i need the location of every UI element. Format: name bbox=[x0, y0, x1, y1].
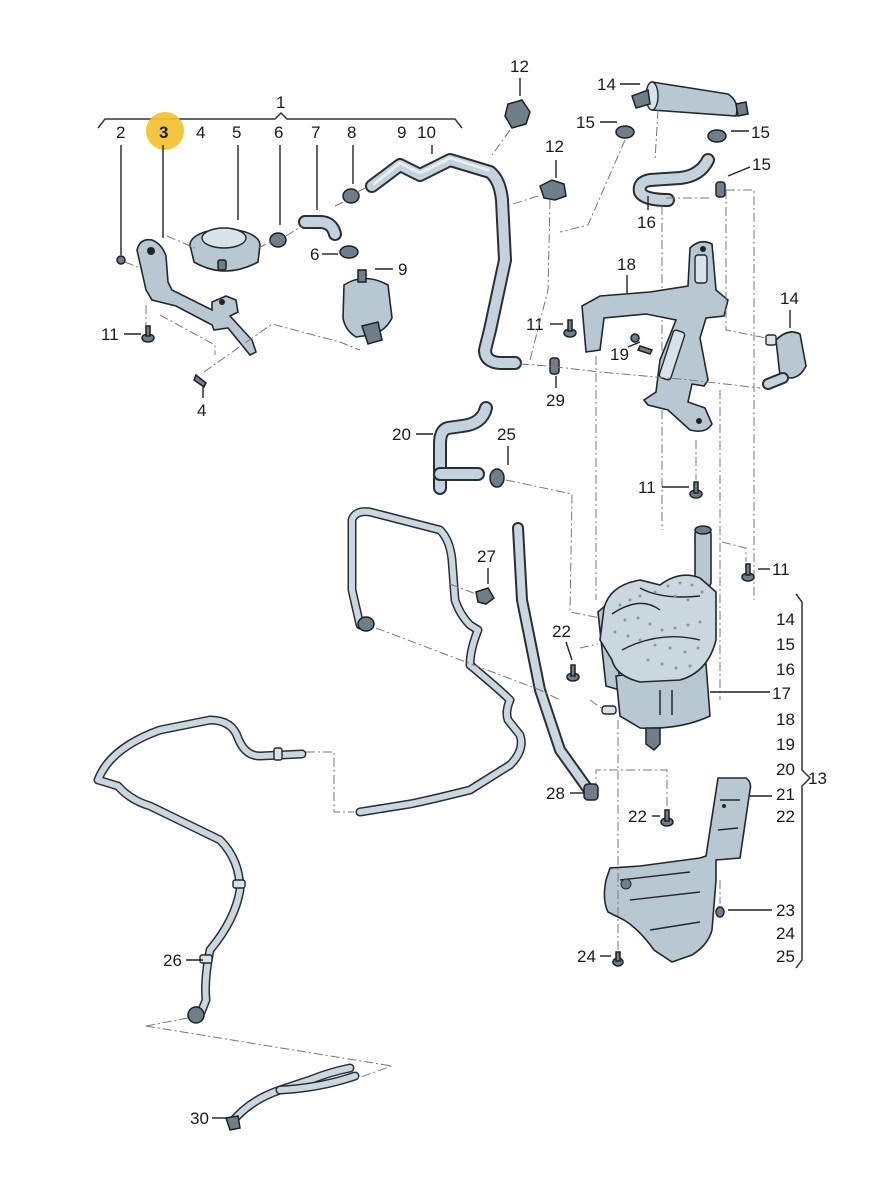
callout-30[interactable]: 30 bbox=[190, 1109, 209, 1128]
callout-11-left[interactable]: 11 bbox=[101, 325, 119, 344]
callout-2[interactable]: 2 bbox=[116, 123, 125, 142]
hose-26[interactable] bbox=[93, 715, 307, 1024]
callout-12-top[interactable]: 12 bbox=[510, 57, 529, 76]
callout-7[interactable]: 7 bbox=[311, 123, 320, 142]
filter-9[interactable] bbox=[342, 269, 393, 345]
callout-8[interactable]: 8 bbox=[347, 123, 356, 142]
bolt-4[interactable] bbox=[193, 373, 207, 389]
callout-13-item-22[interactable]: 22 bbox=[776, 807, 795, 826]
callout-15-right[interactable]: 15 bbox=[751, 123, 770, 142]
screw-11-bracket[interactable] bbox=[563, 319, 577, 338]
callout-13-item-15[interactable]: 15 bbox=[776, 635, 795, 654]
group-13-bracket: 13 bbox=[795, 593, 827, 969]
callout-22-lower[interactable]: 22 bbox=[628, 807, 647, 826]
callout-10[interactable]: 10 bbox=[417, 123, 436, 142]
screw-11-right[interactable] bbox=[741, 563, 755, 582]
clamp-6-lower[interactable] bbox=[339, 245, 359, 259]
callout-28[interactable]: 28 bbox=[546, 784, 565, 803]
seal-15-left[interactable] bbox=[615, 125, 635, 139]
screw-23[interactable] bbox=[715, 906, 725, 918]
callout-29[interactable]: 29 bbox=[546, 391, 565, 410]
callout-18[interactable]: 18 bbox=[617, 255, 636, 274]
callout-5[interactable]: 5 bbox=[232, 123, 241, 142]
callout-13-item-19[interactable]: 19 bbox=[776, 735, 795, 754]
callout-15-left[interactable]: 15 bbox=[576, 113, 595, 132]
callout-15-lower[interactable]: 15 bbox=[752, 155, 771, 174]
screw-11-left[interactable] bbox=[141, 325, 155, 343]
callout-19[interactable]: 19 bbox=[610, 345, 629, 364]
callout-13-item-23[interactable]: 23 bbox=[776, 901, 795, 920]
clip-29[interactable] bbox=[549, 357, 560, 375]
callout-4[interactable]: 4 bbox=[196, 123, 205, 142]
clamp-15-lower[interactable] bbox=[715, 181, 726, 198]
highlight-marker bbox=[146, 112, 184, 150]
callout-13-item-18[interactable]: 18 bbox=[776, 710, 795, 729]
callout-20[interactable]: 20 bbox=[392, 425, 411, 444]
pipe-30[interactable] bbox=[225, 1063, 360, 1131]
hose-16[interactable] bbox=[632, 153, 715, 207]
callout-1[interactable]: 1 bbox=[276, 93, 285, 112]
nut-bolt-19[interactable] bbox=[630, 333, 654, 355]
screw-22-lower[interactable] bbox=[660, 809, 674, 827]
screw-11-mid[interactable] bbox=[689, 481, 703, 499]
clamp-6[interactable] bbox=[269, 232, 287, 248]
callout-17[interactable]: 17 bbox=[772, 684, 791, 703]
callout-16[interactable]: 16 bbox=[637, 213, 656, 232]
hose-10[interactable] bbox=[365, 153, 522, 370]
clip-27[interactable] bbox=[475, 587, 495, 605]
hose-long-upper[interactable] bbox=[347, 507, 526, 817]
screw-24[interactable] bbox=[612, 951, 624, 967]
callout-11-mid[interactable]: 11 bbox=[638, 478, 656, 497]
callout-14-top[interactable]: 14 bbox=[597, 75, 616, 94]
elbow-7[interactable] bbox=[298, 215, 342, 241]
hose-20[interactable] bbox=[433, 401, 493, 495]
screw-2[interactable] bbox=[116, 255, 126, 265]
screw-22-left[interactable] bbox=[566, 664, 580, 682]
callout-12-mid[interactable]: 12 bbox=[545, 137, 564, 156]
group-13-items: 14 15 16 18 19 20 21 22 23 24 25 bbox=[776, 610, 795, 966]
callout-9-side[interactable]: 9 bbox=[398, 260, 407, 279]
clamp-8[interactable] bbox=[342, 188, 360, 204]
seal-15-right[interactable] bbox=[707, 129, 727, 143]
cooler-14-top[interactable] bbox=[631, 81, 749, 117]
clamp-25[interactable] bbox=[489, 468, 505, 488]
callout-6[interactable]: 6 bbox=[274, 123, 283, 142]
valve-5[interactable] bbox=[189, 227, 261, 272]
callout-13[interactable]: 13 bbox=[808, 769, 827, 788]
callout-13-item-25[interactable]: 25 bbox=[776, 947, 795, 966]
callout-13-item-20[interactable]: 20 bbox=[776, 760, 795, 779]
callout-25[interactable]: 25 bbox=[497, 425, 516, 444]
callout-27[interactable]: 27 bbox=[477, 547, 496, 566]
callout-13-item-14[interactable]: 14 bbox=[776, 610, 795, 629]
heat-shield-21[interactable] bbox=[603, 777, 752, 963]
callout-3[interactable]: 3 bbox=[159, 123, 168, 142]
callout-11-bracket[interactable]: 11 bbox=[526, 315, 544, 334]
mounting-bracket-3[interactable] bbox=[136, 238, 257, 357]
callout-22-left[interactable]: 22 bbox=[552, 622, 571, 641]
callout-24[interactable]: 24 bbox=[577, 947, 596, 966]
pipe-28[interactable] bbox=[512, 522, 599, 801]
cooler-14-right[interactable] bbox=[762, 331, 807, 390]
callout-9[interactable]: 9 bbox=[397, 123, 406, 142]
group-1-bracket: 1 bbox=[97, 93, 463, 129]
callout-26[interactable]: 26 bbox=[163, 951, 182, 970]
clamp-12-mid[interactable] bbox=[539, 179, 567, 201]
callout-13-item-16[interactable]: 16 bbox=[776, 660, 795, 679]
callout-13-item-24[interactable]: 24 bbox=[776, 924, 795, 943]
callout-11-right[interactable]: 11 bbox=[772, 560, 790, 579]
group-1-items: 2 3 4 5 6 7 8 9 10 bbox=[116, 123, 436, 142]
group-1-leaders bbox=[120, 145, 433, 255]
charcoal-canister-17[interactable] bbox=[597, 574, 717, 751]
callout-13-item-21[interactable]: 21 bbox=[776, 785, 795, 804]
callout-6-side[interactable]: 6 bbox=[310, 245, 319, 264]
callout-14-right[interactable]: 14 bbox=[780, 289, 799, 308]
bracket-18[interactable] bbox=[581, 240, 729, 432]
callout-4-bottom[interactable]: 4 bbox=[197, 401, 206, 420]
clamp-12-top[interactable] bbox=[504, 99, 531, 129]
